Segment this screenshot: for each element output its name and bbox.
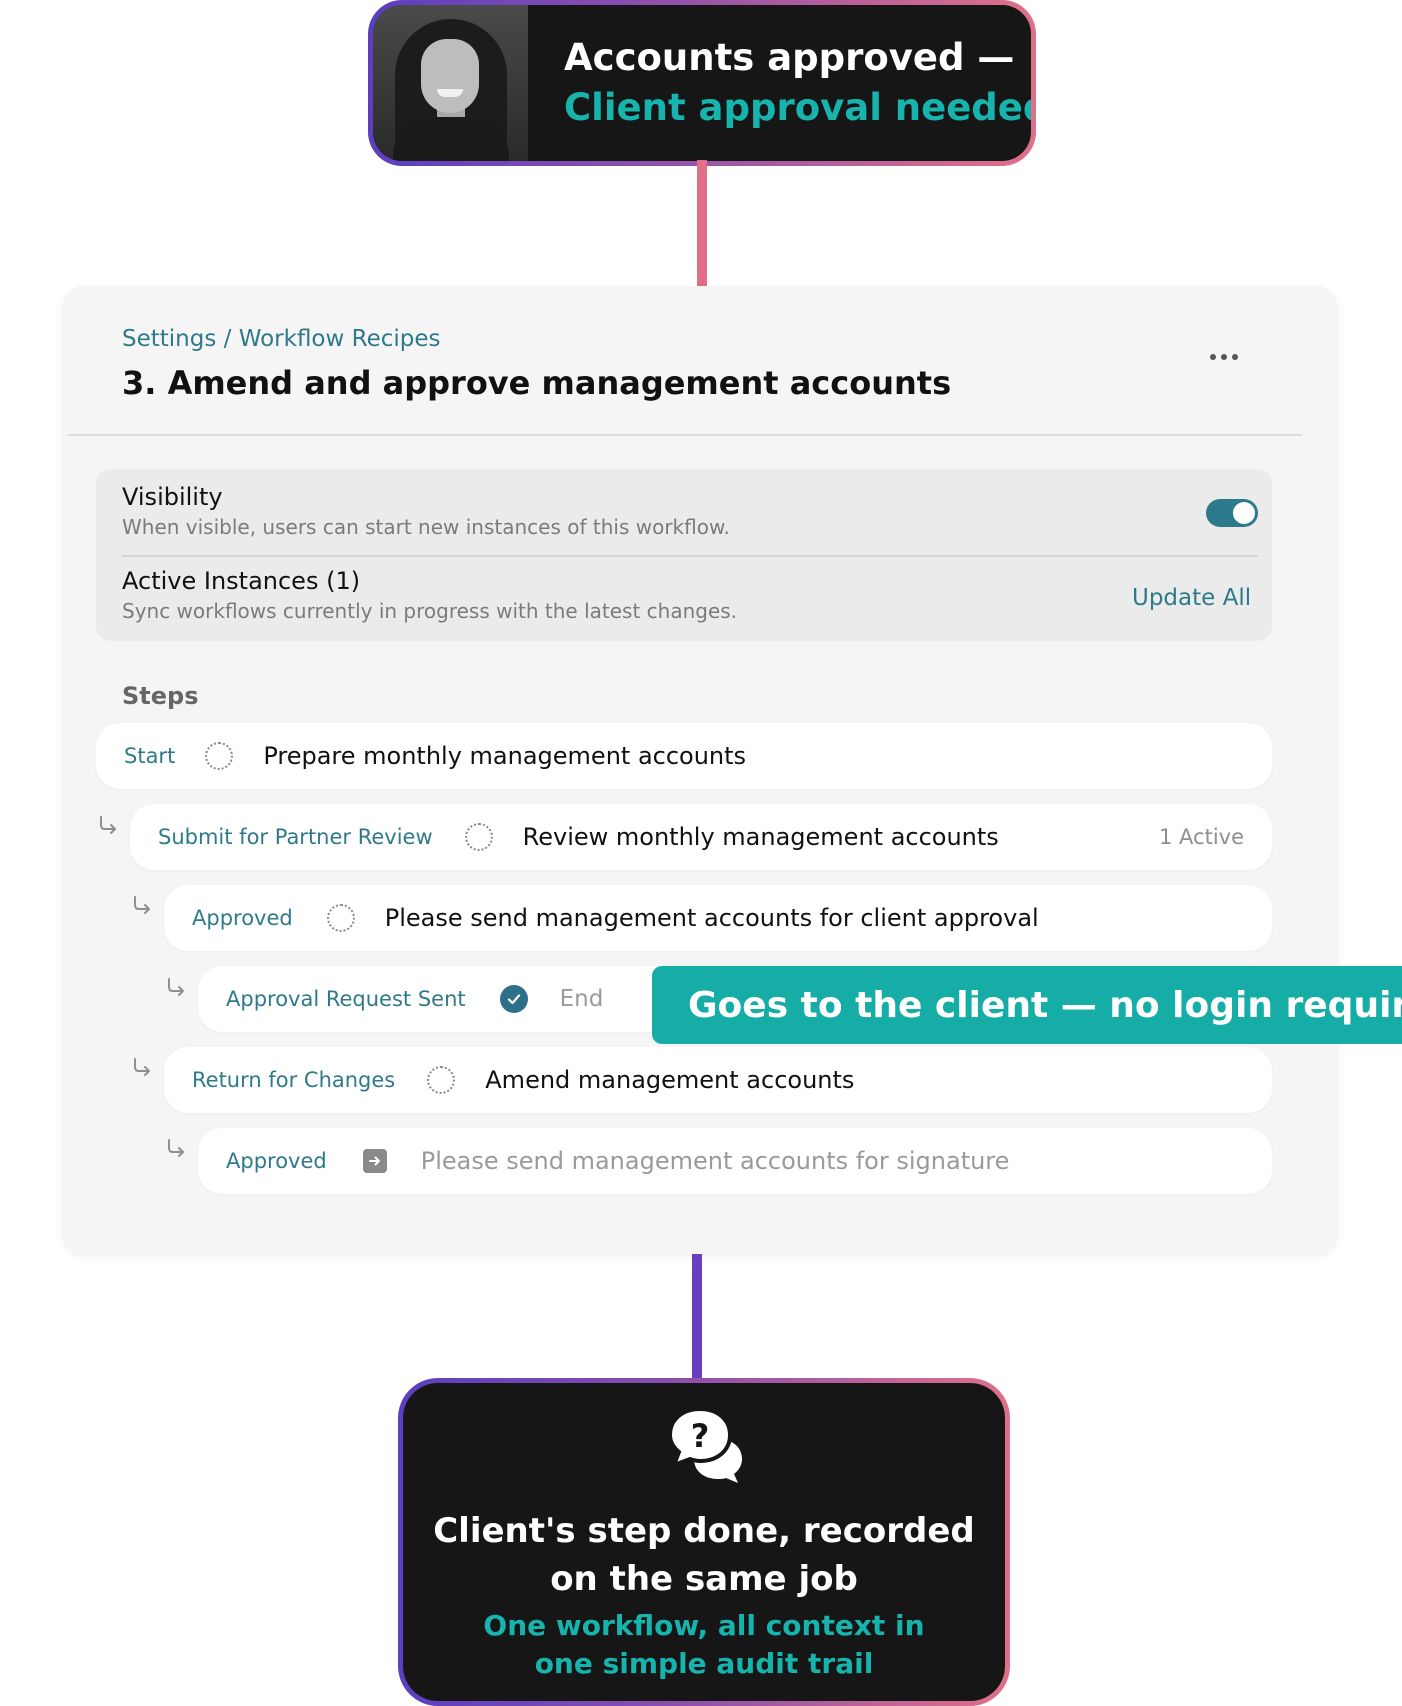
svg-text:?: ? [691, 1417, 710, 1455]
step-title: Prepare monthly management accounts [263, 742, 747, 770]
check-icon [499, 985, 528, 1013]
notification-title: Accounts approved — [564, 36, 1015, 79]
active-count-badge: 1 Active [1159, 825, 1244, 849]
visibility-label: Visibility [122, 483, 223, 511]
notification-card: Accounts approved — Client approval need… [368, 0, 1036, 166]
step-trigger: Approved [192, 906, 293, 930]
summary-subtitle: One workflow, all context in one simple … [403, 1607, 1005, 1683]
summary-subtitle-line2: one simple audit trail [534, 1647, 874, 1680]
callout-banner: Goes to the client — no login required [652, 966, 1402, 1044]
summary-title: Client's step done, recorded on the same… [403, 1507, 1005, 1603]
step-row[interactable]: Approved Please send management accounts… [198, 1128, 1272, 1194]
connector-line-top [697, 160, 707, 286]
update-all-button[interactable]: Update All [1132, 585, 1252, 611]
page-title: 3. Amend and approve management accounts [122, 364, 952, 402]
branch-arrow-icon [168, 978, 184, 996]
summary-title-line1: Client's step done, recorded [433, 1511, 975, 1551]
visibility-description: When visible, users can start new instan… [122, 515, 730, 539]
settings-box: Visibility When visible, users can start… [96, 469, 1272, 641]
step-trigger: Return for Changes [192, 1068, 396, 1092]
step-title: Please send management accounts for sign… [420, 1147, 1010, 1175]
branch-arrow-icon [134, 896, 150, 914]
summary-card: ? Client's step done, recorded on the sa… [398, 1378, 1010, 1706]
branch-arrow-icon [100, 816, 116, 834]
more-options-icon[interactable] [1202, 342, 1246, 372]
notification-card-inner: Accounts approved — Client approval need… [373, 5, 1031, 161]
avatar [373, 5, 528, 161]
summary-title-line2: on the same job [550, 1559, 858, 1599]
step-row[interactable]: Submit for Partner Review Review monthly… [130, 804, 1272, 870]
connector-line-bottom [692, 1254, 702, 1380]
pending-status-icon [205, 742, 234, 770]
step-title: Amend management accounts [485, 1066, 855, 1094]
branch-arrow-icon [134, 1058, 150, 1076]
active-instances-description: Sync workflows currently in progress wit… [122, 599, 738, 623]
step-row[interactable]: Return for Changes Amend management acco… [164, 1047, 1272, 1113]
branch-arrow-icon [168, 1139, 184, 1157]
notification-text: Accounts approved — Client approval need… [528, 33, 1031, 133]
step-title: Please send management accounts for clie… [384, 904, 1039, 932]
summary-subtitle-line1: One workflow, all context in [483, 1609, 925, 1642]
step-title: Review monthly management accounts [522, 823, 999, 851]
active-instances-label: Active Instances (1) [122, 567, 361, 595]
visibility-toggle[interactable] [1206, 499, 1258, 527]
notification-subtitle: Client approval needed [564, 86, 1031, 129]
step-end-label: End [559, 986, 604, 1012]
callout-text: Goes to the client — no login required [688, 984, 1402, 1026]
pending-status-icon [326, 904, 355, 932]
steps-heading: Steps [122, 682, 199, 710]
step-trigger: Start [124, 744, 176, 768]
workflow-panel: Settings / Workflow Recipes 3. Amend and… [62, 286, 1338, 1256]
pending-status-icon [427, 1066, 456, 1094]
step-row[interactable]: Start Prepare monthly management account… [96, 723, 1272, 789]
link-arrow-icon [362, 1149, 387, 1173]
step-trigger: Approval Request Sent [226, 987, 466, 1011]
settings-divider [122, 555, 1258, 557]
pending-status-icon [464, 823, 493, 851]
header-divider [68, 434, 1302, 436]
step-trigger: Submit for Partner Review [158, 825, 433, 849]
step-trigger: Approved [226, 1149, 327, 1173]
toggle-knob [1233, 502, 1255, 524]
chat-question-icon: ? [667, 1406, 742, 1483]
breadcrumb[interactable]: Settings / Workflow Recipes [122, 326, 441, 352]
step-row[interactable]: Approved Please send management accounts… [164, 885, 1272, 951]
summary-card-inner: ? Client's step done, recorded on the sa… [403, 1383, 1005, 1701]
